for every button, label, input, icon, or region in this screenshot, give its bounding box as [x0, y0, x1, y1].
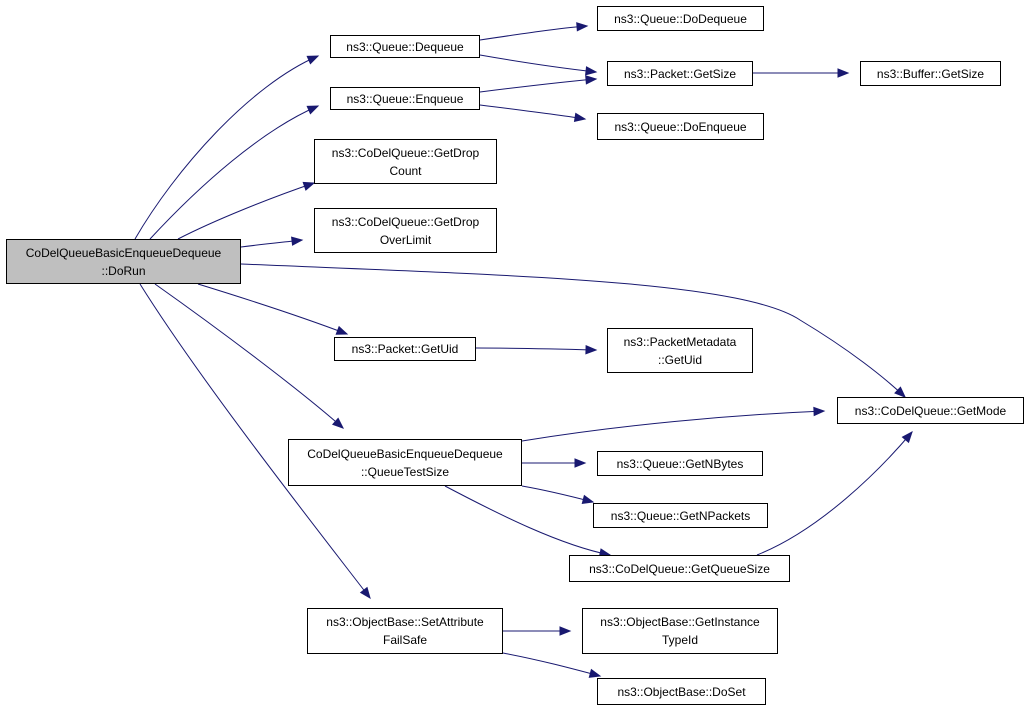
node-label-line2: FailSafe — [382, 633, 428, 647]
node-label: ns3::Queue::GetNPackets — [610, 508, 751, 523]
node-codel-dorun: CoDelQueueBasicEnqueueDequeue ::DoRun — [6, 239, 241, 284]
arrowhead-queue_enqueue-to-queue_doenqueue — [573, 112, 587, 123]
edge-queuetestsize-to-codel_getmode — [521, 410, 825, 442]
edge-setattributefailsafe-to-objectbase_doset — [502, 652, 601, 677]
node-label-line1: ns3::ObjectBase::SetAttribute — [326, 615, 484, 629]
node-label-line2: OverLimit — [379, 232, 432, 247]
arrowhead-packet_getsize-to-buffer_getsize — [837, 68, 850, 78]
node-label-line2: ::QueueTestSize — [360, 464, 450, 479]
arrowhead-setattributefailsafe-to-objectbase_doset — [588, 668, 602, 678]
node-queue-enqueue[interactable]: ns3::Queue::Enqueue — [330, 87, 480, 110]
node-packet-getsize[interactable]: ns3::Packet::GetSize — [607, 61, 753, 86]
node-objectbase-getinstancetypeid[interactable]: ns3::ObjectBase::GetInstance TypeId — [582, 608, 778, 654]
node-packet-getuid[interactable]: ns3::Packet::GetUid — [334, 337, 476, 361]
node-label: ns3::CoDelQueue::GetQueueSize — [589, 561, 770, 576]
node-codel-getdropoverlimit[interactable]: ns3::CoDelQueue::GetDrop OverLimit — [314, 208, 497, 253]
node-queue-dodequeue[interactable]: ns3::Queue::DoDequeue — [597, 6, 764, 31]
arrowhead-setattributefailsafe-to-getinstancetypeid — [559, 626, 572, 636]
node-label-line2: TypeId — [661, 633, 699, 647]
node-queue-getnpackets[interactable]: ns3::Queue::GetNPackets — [593, 503, 768, 528]
node-label: ns3::ObjectBase::DoSet — [617, 684, 746, 699]
node-label: ns3::Buffer::GetSize — [876, 66, 985, 81]
arrowhead-queuetestsize-to-codel_getmode — [813, 406, 826, 417]
node-label-line1: ns3::CoDelQueue::GetDrop — [331, 214, 480, 229]
edge-root-to-queue_enqueue — [149, 105, 319, 240]
edge-codel_getqueuesize-to-codel_getmode — [756, 431, 913, 556]
node-label-line2: Count — [389, 163, 422, 178]
arrowhead-root-to-getdropcount — [302, 181, 316, 191]
node-label-line1: ns3::ObjectBase::GetInstance — [600, 615, 760, 629]
edge-packet_getuid-to-metadata_getuid — [475, 347, 597, 351]
node-objectbase-doset[interactable]: ns3::ObjectBase::DoSet — [597, 678, 766, 705]
edge-queue_enqueue-to-packet_getsize — [479, 78, 597, 93]
edge-queue_dequeue-to-packet_getsize — [479, 54, 597, 73]
edge-root-to-queue_dequeue — [134, 55, 319, 240]
arrowhead-queuetestsize-to-queue_getnbytes — [574, 458, 587, 468]
node-label: ns3::Packet::GetUid — [351, 342, 459, 356]
node-label-line2: ::GetUid — [657, 352, 702, 367]
node-label: ns3::Packet::GetSize — [623, 66, 737, 81]
node-queue-dequeue[interactable]: ns3::Queue::Dequeue — [330, 35, 480, 58]
node-queuetestsize[interactable]: CoDelQueueBasicEnqueueDequeue ::QueueTes… — [288, 439, 522, 486]
edge-root-to-codel_getmode — [240, 263, 906, 398]
node-setattributefailsafe[interactable]: ns3::ObjectBase::SetAttribute FailSafe — [307, 608, 503, 654]
arrowhead-codel_getqueuesize-to-codel_getmode — [901, 430, 913, 444]
arrowhead-queuetestsize-to-queue_getnpackets — [581, 494, 595, 504]
node-label-line1: ns3::CoDelQueue::GetDrop — [331, 145, 480, 160]
arrowhead-root-to-packet_getuid — [335, 325, 349, 335]
edge-root-to-packet_getuid — [197, 283, 348, 335]
edge-root-to-setattributefailsafe — [139, 283, 371, 599]
arrowhead-root-to-queue_enqueue — [306, 105, 320, 115]
arrowhead-packet_getuid-to-metadata_getuid — [585, 344, 598, 355]
node-label: ns3::Queue::Enqueue — [346, 91, 464, 106]
node-label: ns3::Queue::GetNBytes — [616, 456, 744, 471]
node-queue-getnbytes[interactable]: ns3::Queue::GetNBytes — [597, 451, 763, 476]
arrowhead-root-to-queuetestsize — [331, 417, 345, 429]
node-codel-getqueuesize[interactable]: ns3::CoDelQueue::GetQueueSize — [569, 555, 790, 582]
node-label: ns3::Queue::DoDequeue — [614, 11, 747, 26]
edge-root-to-queuetestsize — [154, 283, 344, 429]
node-packetmetadata-getuid[interactable]: ns3::PacketMetadata ::GetUid — [607, 328, 753, 373]
node-label-line1: ns3::PacketMetadata — [623, 334, 737, 349]
arrowhead-queue_dequeue-to-packet_getsize — [585, 66, 598, 76]
node-buffer-getsize[interactable]: ns3::Buffer::GetSize — [860, 61, 1001, 86]
edge-queue_dequeue-to-queue_dodequeue — [479, 25, 588, 41]
edge-queue_enqueue-to-queue_doenqueue — [479, 104, 586, 120]
arrowhead-queue_dequeue-to-queue_dodequeue — [576, 22, 589, 32]
arrowhead-root-to-setattributefailsafe — [359, 586, 371, 600]
arrowhead-root-to-codel_getmode — [894, 386, 906, 398]
edge-root-to-getdropcount — [177, 182, 315, 240]
node-label-line1: CoDelQueueBasicEnqueueDequeue — [307, 446, 503, 461]
node-label: ns3::Queue::Dequeue — [346, 39, 464, 54]
node-queue-doenqueue[interactable]: ns3::Queue::DoEnqueue — [597, 113, 764, 140]
edge-queuetestsize-to-queue_getnpackets — [521, 485, 594, 503]
node-label-line2: ::DoRun — [101, 263, 146, 278]
arrowhead-queue_enqueue-to-packet_getsize — [585, 75, 598, 85]
arrowhead-root-to-getdropoverlimit — [291, 236, 304, 246]
node-label: ns3::CoDelQueue::GetMode — [854, 403, 1007, 418]
node-label: ns3::Queue::DoEnqueue — [614, 119, 747, 134]
edge-queuetestsize-to-codel_getqueuesize — [444, 485, 611, 556]
node-codel-getdropcount[interactable]: ns3::CoDelQueue::GetDrop Count — [314, 139, 497, 184]
node-label-line1: CoDelQueueBasicEnqueueDequeue — [25, 245, 222, 260]
arrowhead-root-to-queue_dequeue — [306, 55, 320, 65]
node-codel-getmode[interactable]: ns3::CoDelQueue::GetMode — [837, 397, 1024, 424]
